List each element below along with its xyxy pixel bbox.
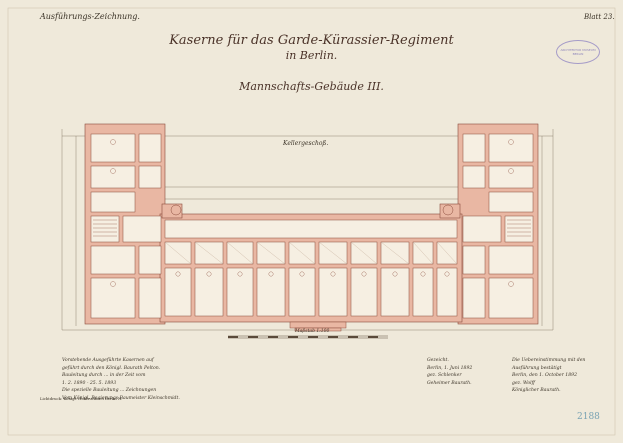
note-line: Die spezielle Bauleitung ... Zeichnungen (62, 388, 157, 393)
page-title: Kaserne für das Garde-Kürassier-Regiment (169, 33, 454, 48)
note-line: Gezeicht. (427, 358, 449, 363)
scale-label: Maßstab 1:100 (295, 329, 330, 334)
notes-left: Vorstehende Ausgeführte Kasernen auf gef… (62, 357, 180, 402)
note-line: Die Uebereinstimmung mit den (512, 358, 586, 363)
sheet-number: Blatt 23. (584, 13, 615, 21)
note-line: Ausführung bestätigt (512, 365, 562, 371)
note-line: Königlicher Baurath. (512, 388, 561, 393)
note-line: geführt durch den Königl. Baurath Pelton… (62, 365, 161, 371)
note-line: gez. Wolff (512, 380, 535, 386)
floor-label: Kellergeschoß. (283, 140, 329, 147)
note-line: Geheimer Baurath. (427, 380, 472, 386)
notes-right: Die Uebereinstimmung mit den Ausführung … (512, 357, 585, 395)
page-subtitle: Mannschafts-Gebäude III. (239, 80, 384, 93)
inventory-number: 2188 (577, 412, 600, 422)
printer-imprint: Lichtdruck: Königl. Hofdruckerei Berlin … (40, 396, 123, 401)
museum-stamp: ARCHITEKTUR MUSEUM BERLIN (556, 40, 600, 64)
note-line: Vorstehende Ausgeführte Kasernen auf (62, 358, 154, 363)
note-line: Berlin, 1. Juni 1892 (427, 365, 473, 371)
page-title-location: in Berlin. (285, 49, 338, 62)
note-line: gez. Schlenker (427, 373, 462, 378)
notes-middle: Gezeicht. Berlin, 1. Juni 1892 gez. Schl… (427, 357, 472, 387)
note-line: Berlin, den 1. October 1892 (512, 373, 577, 378)
note-line: Bauleitung durch ... in der Zeit vom (62, 373, 146, 378)
note-line: Vom Königl. Regierungs-Baumeister Kleins… (62, 395, 180, 401)
drawing-type-label: Ausführungs-Zeichnung. (40, 12, 140, 21)
note-line: 1. 2. 1890 - 25. 5. 1893 (62, 380, 117, 386)
